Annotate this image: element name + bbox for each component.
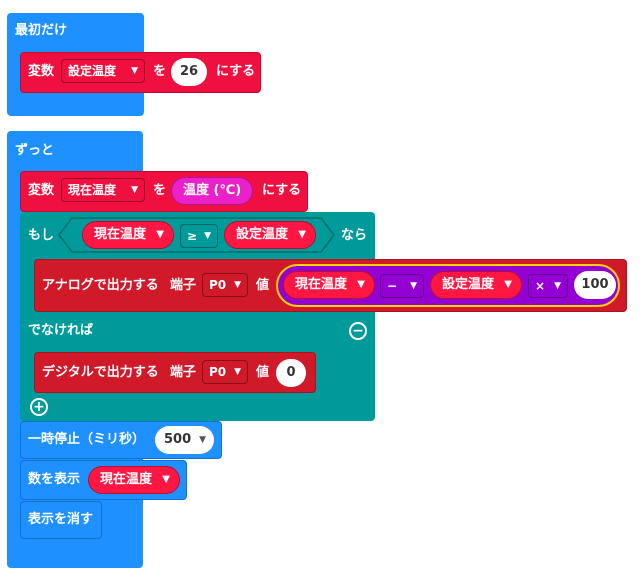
show-number-label: 数を表示: [28, 472, 81, 487]
expr-right-variable[interactable]: 設定温度▼: [430, 271, 522, 299]
analog-pin-dropdown[interactable]: P0▼: [202, 273, 248, 297]
pause-duration-dropdown[interactable]: 500▼: [155, 426, 214, 454]
number-input-26[interactable]: 26: [171, 58, 207, 86]
forever-header: ずっと: [15, 143, 55, 158]
chevron-down-icon: ▼: [199, 435, 206, 445]
on-start-header: 最初だけ: [15, 23, 68, 38]
digital-pin-dropdown[interactable]: P0▼: [202, 360, 248, 384]
pause-label: 一時停止（ミリ秒）: [28, 432, 146, 447]
chevron-down-icon: ▼: [204, 231, 211, 241]
show-number-variable[interactable]: 現在温度▼: [88, 466, 180, 494]
set-variable-to-label: を: [153, 64, 167, 79]
analog-value-label: 値: [256, 278, 270, 293]
chevron-down-icon: ▼: [298, 229, 306, 240]
times-operator-dropdown[interactable]: ×▼: [528, 274, 568, 298]
minus-circle-icon[interactable]: −: [349, 322, 367, 340]
clear-screen-label: 表示を消す: [28, 512, 94, 527]
compare-right-variable[interactable]: 設定温度▼: [224, 221, 316, 249]
chevron-down-icon: ▼: [131, 185, 138, 195]
chevron-down-icon: ▼: [234, 280, 241, 290]
then-label: なら: [341, 228, 368, 243]
chevron-down-icon: ▼: [131, 66, 138, 76]
chevron-down-icon: ▼: [357, 279, 365, 290]
variable-dropdown-setting-temp[interactable]: 設定温度▼: [61, 59, 145, 83]
variable-dropdown-current-temp[interactable]: 現在温度▼: [61, 178, 145, 202]
digital-value-label: 値: [256, 365, 270, 380]
forever-block-spine: [7, 160, 21, 554]
chevron-down-icon: ▼: [162, 474, 170, 485]
else-label: でなければ: [28, 323, 94, 338]
clear-screen-block[interactable]: [20, 501, 102, 539]
analog-pin-label: 端子: [170, 278, 197, 293]
digital-write-label: デジタルで出力する: [42, 365, 159, 380]
chevron-down-icon: ▼: [554, 281, 561, 291]
digital-pin-label: 端子: [170, 365, 197, 380]
chevron-down-icon: ▼: [504, 279, 512, 290]
temperature-sensor-reporter[interactable]: 温度 (℃): [171, 177, 253, 205]
expr-left-variable[interactable]: 現在温度▼: [283, 271, 375, 299]
chevron-down-icon: ▼: [156, 229, 164, 240]
set-variable-block-current[interactable]: [20, 171, 308, 212]
if-label: もし: [28, 228, 55, 243]
number-input-100[interactable]: 100: [574, 271, 616, 299]
minus-operator-dropdown[interactable]: −▼: [380, 274, 424, 298]
chevron-down-icon: ▼: [410, 281, 417, 291]
set-variable-prefix: 変数: [28, 64, 55, 79]
compare-operator-dropdown[interactable]: ≥▼: [180, 224, 218, 248]
plus-circle-icon[interactable]: +: [30, 398, 48, 416]
set-variable-suffix: にする: [216, 64, 256, 79]
chevron-down-icon: ▼: [234, 367, 241, 377]
number-input-0[interactable]: 0: [276, 359, 306, 387]
compare-left-variable[interactable]: 現在温度▼: [82, 221, 174, 249]
analog-write-label: アナログで出力する: [42, 278, 159, 293]
set-variable-suffix-2: にする: [262, 183, 302, 198]
set-variable-to-label-2: を: [153, 183, 167, 198]
digital-write-block[interactable]: [34, 352, 316, 393]
set-variable-prefix-2: 変数: [28, 183, 55, 198]
